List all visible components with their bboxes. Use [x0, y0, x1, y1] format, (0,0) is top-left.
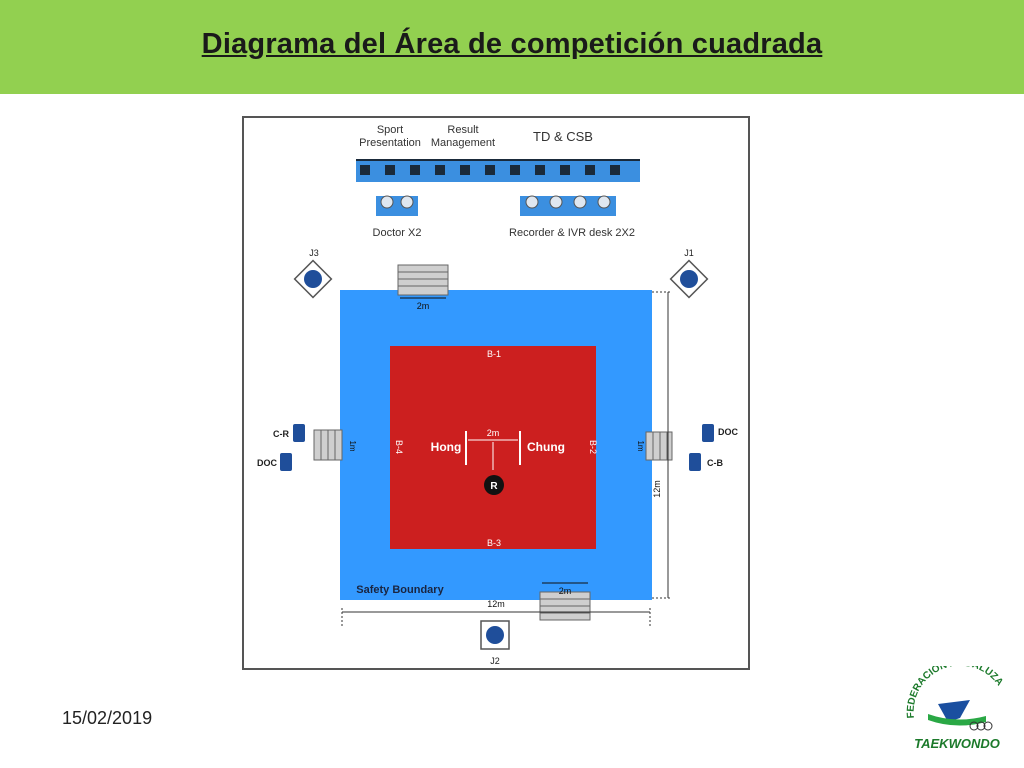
player-chung: Chung	[527, 440, 565, 454]
label-cr: C-R	[273, 429, 289, 439]
dim-steps-bottom: 2m	[559, 586, 572, 596]
recorder-desk	[520, 196, 616, 216]
logo-name: TAEKWONDO	[914, 736, 1000, 751]
judge-j1: J1	[669, 248, 709, 299]
label-j3: J3	[309, 248, 319, 258]
slide-date: 15/02/2019	[62, 708, 153, 728]
label-b3: B-3	[487, 538, 501, 548]
referee-label: R	[490, 481, 498, 492]
steps-top: 2m	[397, 264, 449, 311]
player-hong: Hong	[431, 440, 462, 454]
slide-title: Diagrama del Área de competición cuadrad…	[201, 28, 823, 60]
label-doc-left: DOC	[257, 458, 278, 468]
label-td-csb: TD & CSB	[533, 129, 593, 144]
label-safety-boundary: Safety Boundary	[356, 584, 444, 596]
judge-j2: J2	[480, 620, 510, 666]
label-doctor: Doctor X2	[373, 227, 422, 239]
label-j1: J1	[684, 248, 694, 258]
label-j2: J2	[490, 656, 500, 666]
label-cb: C-B	[707, 458, 723, 468]
seat-cr	[293, 424, 305, 442]
header-bar	[0, 0, 1024, 94]
label-b4: B-4	[394, 440, 404, 454]
label-b2: B-2	[588, 440, 598, 454]
dim-steps-top: 2m	[417, 301, 430, 311]
seat-doc-left	[280, 453, 292, 471]
label-result: Result	[447, 124, 478, 136]
label-management: Management	[431, 137, 495, 149]
logo-figure-icon	[938, 700, 970, 722]
seat-doc-right	[702, 424, 714, 442]
judge-j3: J3	[293, 248, 333, 299]
officials-table	[356, 160, 640, 182]
label-sport: Sport	[377, 124, 403, 136]
label-doc-right: DOC	[718, 427, 739, 437]
dim-side-left: 1m	[348, 440, 357, 451]
dim-center: 2m	[487, 428, 500, 438]
label-presentation: Presentation	[359, 137, 421, 149]
referee	[484, 475, 504, 495]
steps-left: 1m	[313, 429, 357, 461]
steps-bottom: 2m	[539, 582, 591, 621]
label-recorder: Recorder & IVR desk 2X2	[509, 227, 635, 239]
officials-monitors	[360, 165, 620, 175]
dim-width: 12m	[487, 599, 505, 609]
federation-logo: FEDERACION ANDALUZA TAEKWONDO	[906, 666, 1005, 751]
dim-side-right: 1m	[636, 440, 645, 451]
dim-height: 12m	[652, 480, 662, 498]
seat-cb	[689, 453, 701, 471]
label-b1: B-1	[487, 349, 501, 359]
